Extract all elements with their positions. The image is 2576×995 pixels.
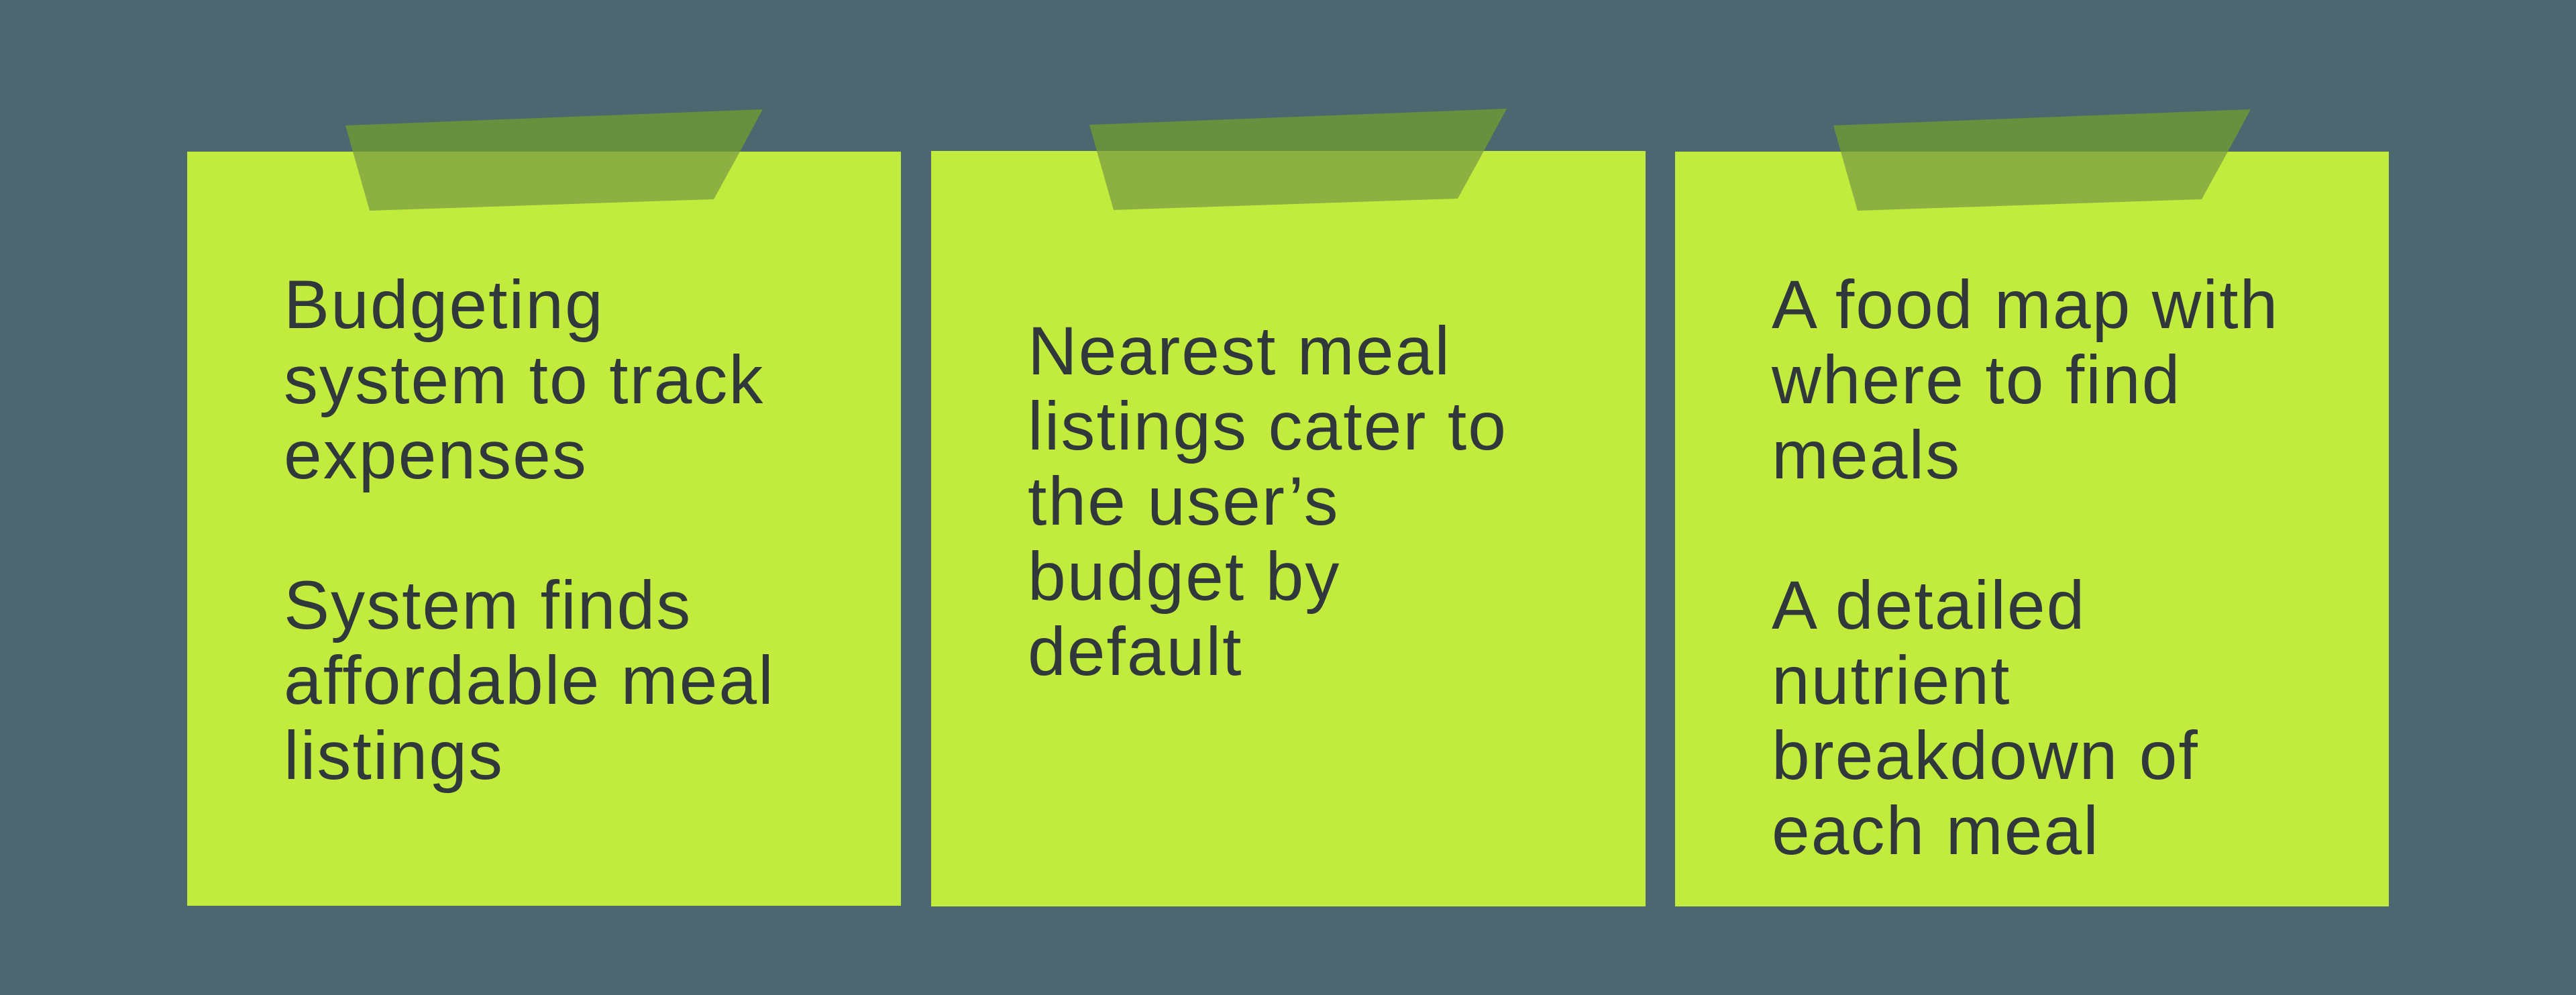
sticky-note-text: Nearest meal listings cater to the user’… xyxy=(1028,313,1507,690)
sticky-note-food-map[interactable]: A food map with where to find meals A de… xyxy=(1675,109,2389,906)
sticky-note-text: A food map with where to find meals A de… xyxy=(1772,266,2279,869)
sticky-note-nearest-meals[interactable]: Nearest meal listings cater to the user’… xyxy=(931,109,1646,906)
sticky-note-budgeting[interactable]: Budgeting system to track expenses Syste… xyxy=(187,109,901,906)
sticky-note-text: Budgeting system to track expenses Syste… xyxy=(284,266,775,794)
